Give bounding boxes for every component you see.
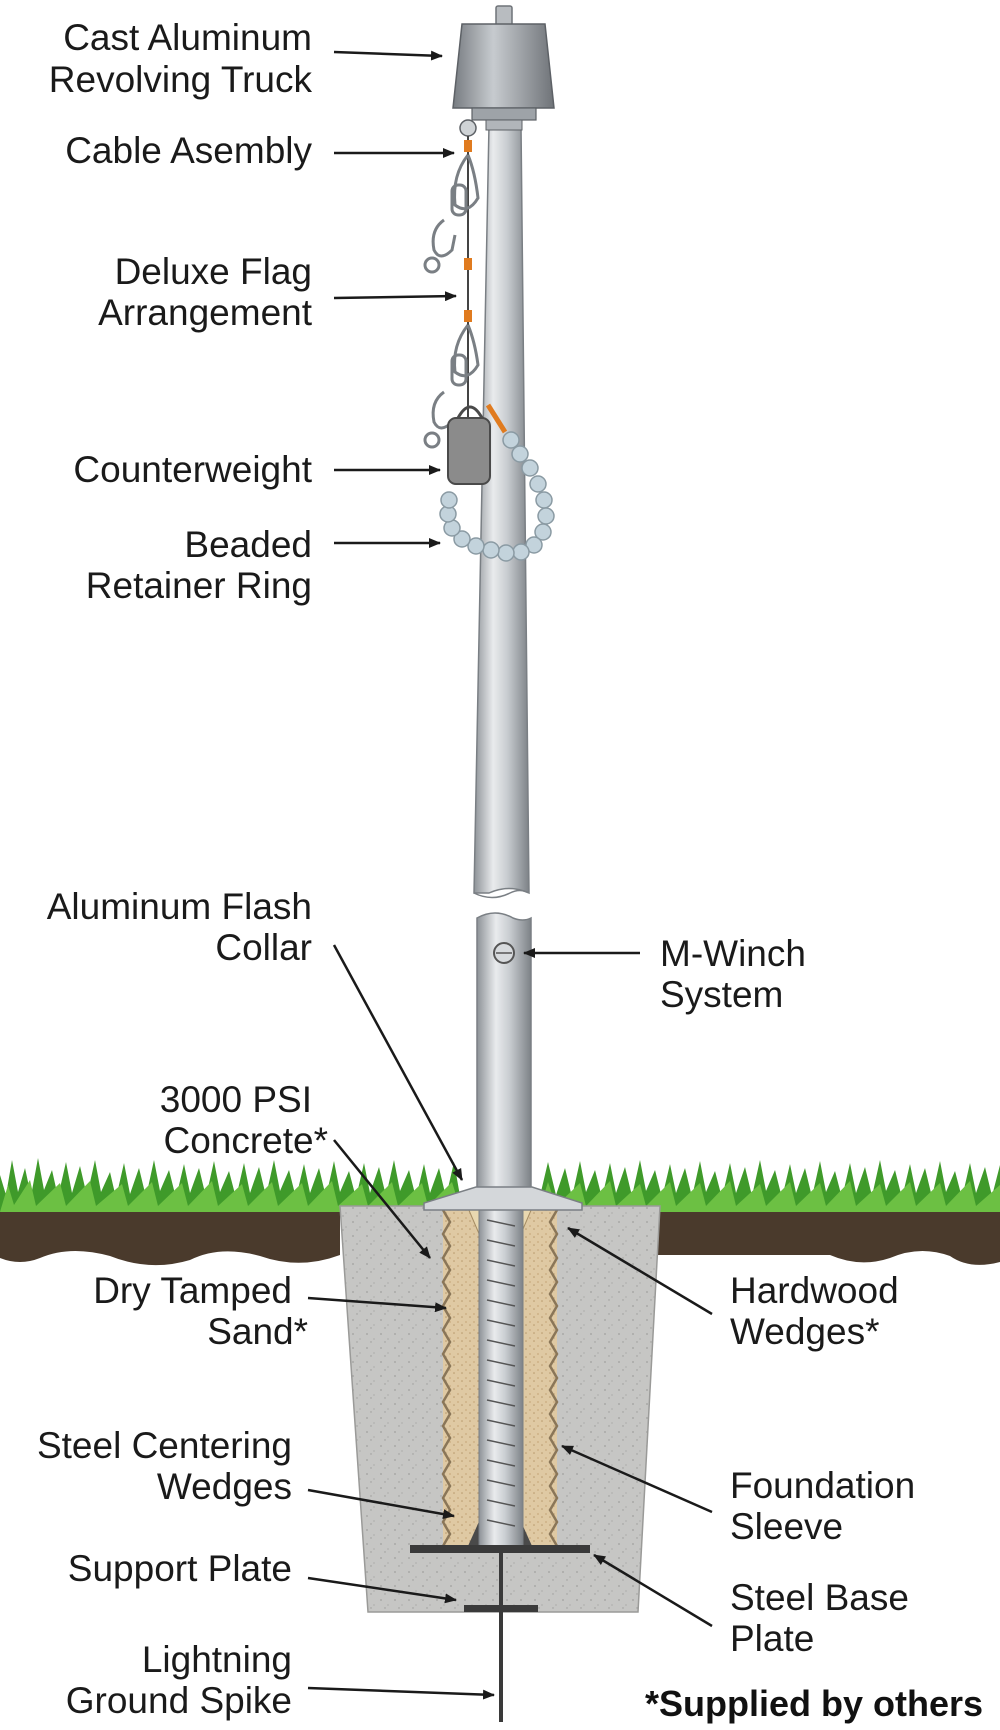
label-baseplate-1: Steel Base <box>730 1577 909 1618</box>
label-centering-1: Steel Centering <box>37 1425 292 1466</box>
label-flag-1: Deluxe Flag <box>115 251 312 292</box>
arrow-hardwood <box>567 1226 713 1316</box>
labels: Cast Aluminum Revolving Truck Cable Asem… <box>37 17 983 1724</box>
soil-layer <box>0 1200 1000 1266</box>
label-sleeve-2: Sleeve <box>730 1506 843 1547</box>
flagpole <box>473 124 532 1552</box>
label-winch-1: M-Winch <box>660 933 806 974</box>
leader-arrows <box>307 50 713 1700</box>
label-sand-1: Dry Tamped <box>93 1270 292 1311</box>
label-concrete-1: 3000 PSI <box>160 1079 312 1120</box>
label-cable: Cable Asembly <box>65 130 312 171</box>
arrow-support <box>307 1576 457 1604</box>
steel-base-plate <box>410 1545 590 1553</box>
cable-assembly <box>423 119 480 449</box>
pole-lower-section <box>476 912 532 1199</box>
label-sleeve-1: Foundation <box>730 1465 915 1506</box>
label-truck-1: Cast Aluminum <box>63 17 312 58</box>
label-truck-2: Revolving Truck <box>49 59 313 100</box>
label-collar-1: Aluminum Flash <box>47 886 312 927</box>
label-ring-2: Retainer Ring <box>86 565 312 606</box>
arrow-flag <box>333 291 457 302</box>
label-collar-2: Collar <box>215 927 312 968</box>
label-spike-1: Lightning <box>142 1639 292 1680</box>
label-centering-2: Wedges <box>157 1466 292 1507</box>
arrow-sand <box>307 1296 447 1313</box>
label-spike-2: Ground Spike <box>66 1680 292 1721</box>
arrow-sleeve <box>561 1444 713 1514</box>
sleeve-left-wall <box>441 1209 452 1547</box>
arrow-spike <box>307 1686 495 1700</box>
label-counterweight: Counterweight <box>73 449 312 490</box>
arrow-concrete <box>333 1139 431 1259</box>
beaded-retainer-ring <box>439 431 555 562</box>
pole-upper-section <box>473 124 530 895</box>
supplied-by-others-note: *Supplied by others <box>645 1683 983 1724</box>
arrow-collar <box>332 944 464 1181</box>
label-flag-2: Arrangement <box>98 292 313 333</box>
label-hardwood-1: Hardwood <box>730 1270 899 1311</box>
label-support: Support Plate <box>68 1548 292 1589</box>
label-ring-1: Beaded <box>184 524 312 565</box>
label-winch-2: System <box>660 974 783 1015</box>
pole-dash-marks <box>486 1219 516 1527</box>
label-baseplate-2: Plate <box>730 1618 814 1659</box>
label-sand-2: Sand* <box>207 1311 308 1352</box>
arrow-truck <box>333 50 443 61</box>
flash-collar <box>423 1186 583 1211</box>
pole-embedded <box>478 1205 524 1552</box>
sleeve-right-wall <box>548 1209 559 1547</box>
ground <box>0 1158 1000 1266</box>
arrow-centering <box>307 1488 455 1519</box>
grass-highlight <box>0 1180 1000 1212</box>
label-hardwood-2: Wedges* <box>730 1311 879 1352</box>
label-concrete-2: Concrete* <box>163 1120 328 1161</box>
counterweight <box>447 417 491 485</box>
arrow-baseplate <box>593 1553 713 1628</box>
revolving-truck <box>452 5 555 131</box>
pole-break-top <box>473 889 530 899</box>
